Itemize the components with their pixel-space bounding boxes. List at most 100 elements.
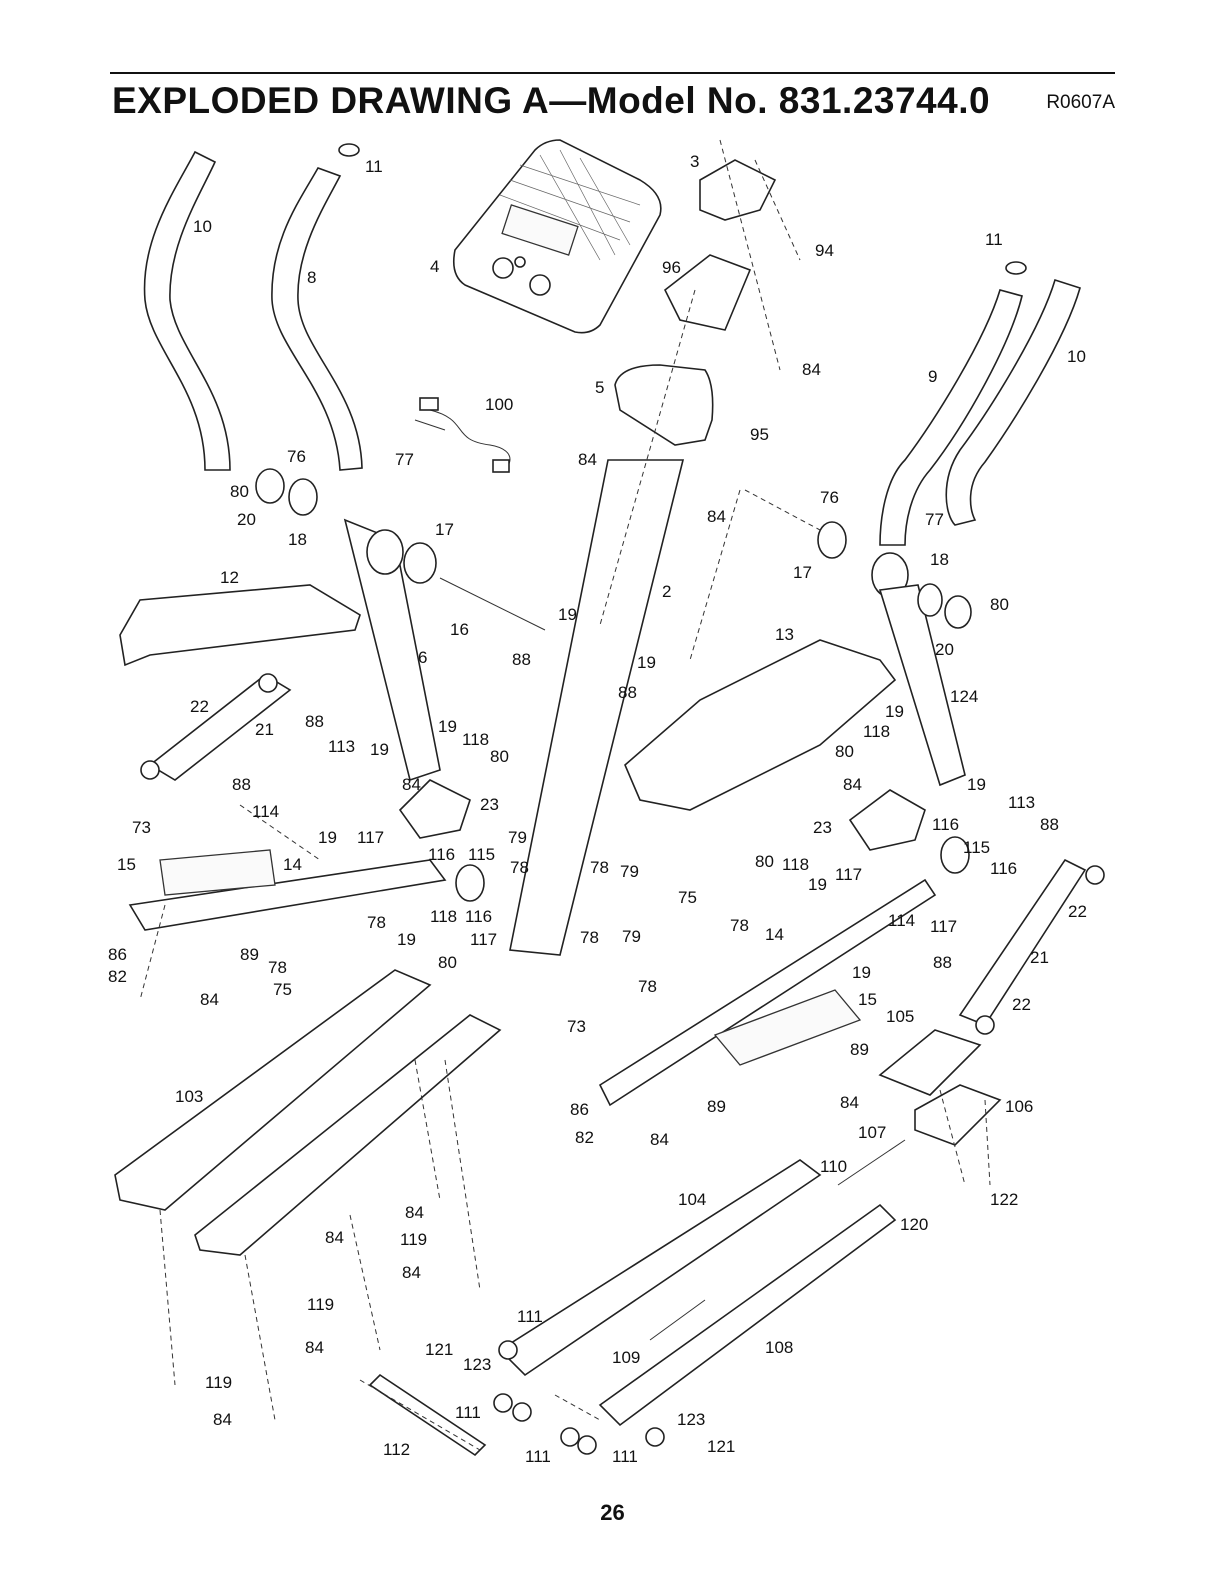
callout-label: 117 [930, 917, 957, 936]
part-pivot-tube-left [366, 529, 404, 575]
part-handlebar-10-right [945, 278, 1081, 526]
callout-label: 119 [400, 1230, 427, 1249]
part-handlebar-10-left [143, 150, 231, 471]
callout-label: 11 [985, 230, 1003, 249]
part-link-arm-21-left [148, 674, 292, 781]
callout-label: 119 [205, 1373, 232, 1392]
callout-label: 114 [252, 802, 279, 821]
callout-label: 100 [485, 395, 513, 414]
part-wheel-111-e [577, 1435, 597, 1455]
callout-label: 19 [808, 875, 827, 894]
callout-label: 86 [108, 945, 127, 964]
part-axle-16 [439, 577, 546, 631]
callout-label: 111 [612, 1447, 638, 1466]
callout-label: 120 [900, 1215, 928, 1234]
part-console-grid [499, 149, 641, 261]
callout-label: 112 [383, 1440, 410, 1459]
callout-label: 111 [517, 1307, 543, 1326]
callout-label: 23 [813, 818, 832, 837]
callout-label: 19 [370, 740, 389, 759]
callout-label: 105 [886, 1007, 914, 1026]
callout-label: 88 [305, 712, 324, 731]
part-handlebar-9 [879, 289, 1023, 546]
callout-label: 104 [678, 1190, 706, 1209]
callout-label: 22 [1068, 902, 1087, 921]
callout-label: 14 [765, 925, 784, 944]
callout-label: 80 [438, 953, 457, 972]
part-crank-cover-23-right [848, 789, 926, 851]
part-disc-20-right [944, 595, 972, 629]
callout-label: 108 [765, 1338, 793, 1357]
part-cap-11-right [1005, 261, 1027, 275]
callout-label: 78 [580, 928, 599, 947]
page-number: 26 [600, 1500, 625, 1525]
callout-label: 84 [200, 990, 219, 1009]
part-bushing-18-left [288, 478, 318, 516]
part-cap-11-left [338, 143, 360, 157]
callout-label: 84 [802, 360, 821, 379]
callout-label: 118 [462, 730, 489, 749]
part-axle-107 [837, 1139, 906, 1186]
callout-label: 10 [1067, 347, 1086, 366]
part-wheel-111-a [498, 1340, 518, 1360]
part-end-cap-105 [878, 1029, 982, 1096]
callout-label: 84 [402, 1263, 421, 1282]
callout-label: 21 [1030, 948, 1049, 967]
callout-label: 121 [425, 1340, 453, 1359]
part-bracket-96 [663, 254, 752, 331]
callout-label: 86 [570, 1100, 589, 1119]
part-wheel-22-right-b [975, 1015, 995, 1035]
callout-label: 121 [707, 1437, 735, 1456]
callout-label: 115 [468, 845, 495, 864]
callout-label: 3 [690, 152, 699, 171]
callout-label: 119 [307, 1295, 334, 1314]
part-wheel-111-d [560, 1427, 580, 1447]
callout-label: 19 [438, 717, 457, 736]
part-frame-14-right [598, 878, 937, 1107]
callout-label: 76 [820, 488, 839, 507]
callout-label: 79 [508, 828, 527, 847]
callout-label: 22 [190, 697, 209, 716]
callout-label: 107 [858, 1123, 886, 1142]
callout-label: 116 [428, 845, 455, 864]
part-upright-2 [509, 459, 685, 956]
callout-label: 23 [480, 795, 499, 814]
callout-label: 84 [325, 1228, 344, 1247]
callout-label: 88 [933, 953, 952, 972]
part-connector-b [492, 459, 510, 473]
callout-label: 19 [637, 653, 656, 672]
callout-label: 88 [618, 683, 637, 702]
part-rail-cover-103b [194, 1014, 502, 1256]
callout-label: 78 [730, 916, 749, 935]
part-end-cap-106 [914, 1084, 1002, 1146]
callout-label: 88 [232, 775, 251, 794]
callout-label: 95 [750, 425, 769, 444]
header-rule [110, 72, 1115, 74]
callout-label: 114 [888, 911, 915, 930]
callout-label: 89 [850, 1040, 869, 1059]
callout-label: 96 [662, 258, 681, 277]
callout-label: 73 [132, 818, 151, 837]
callout-label: 118 [863, 722, 890, 741]
callout-label: 117 [835, 865, 862, 884]
callout-label: 84 [843, 775, 862, 794]
callout-label: 75 [678, 888, 697, 907]
callout-label: 5 [595, 378, 604, 397]
callout-label: 78 [590, 858, 609, 877]
part-handlebar-8 [271, 167, 363, 471]
callout-label: 19 [558, 605, 577, 624]
part-arm-124 [878, 584, 966, 787]
callout-label: 123 [677, 1410, 705, 1429]
drawing-code: R0607A [1046, 92, 1115, 113]
callout-label: 82 [108, 967, 127, 986]
callout-label: 80 [755, 852, 774, 871]
callout-label: 116 [932, 815, 959, 834]
callout-label: 84 [402, 775, 421, 794]
part-plate-15-right [713, 989, 862, 1066]
callout-label: 19 [318, 828, 337, 847]
part-plate-15-left [159, 849, 276, 896]
callout-label: 77 [925, 510, 944, 529]
callout-label: 18 [930, 550, 949, 569]
callout-label: 79 [620, 862, 639, 881]
